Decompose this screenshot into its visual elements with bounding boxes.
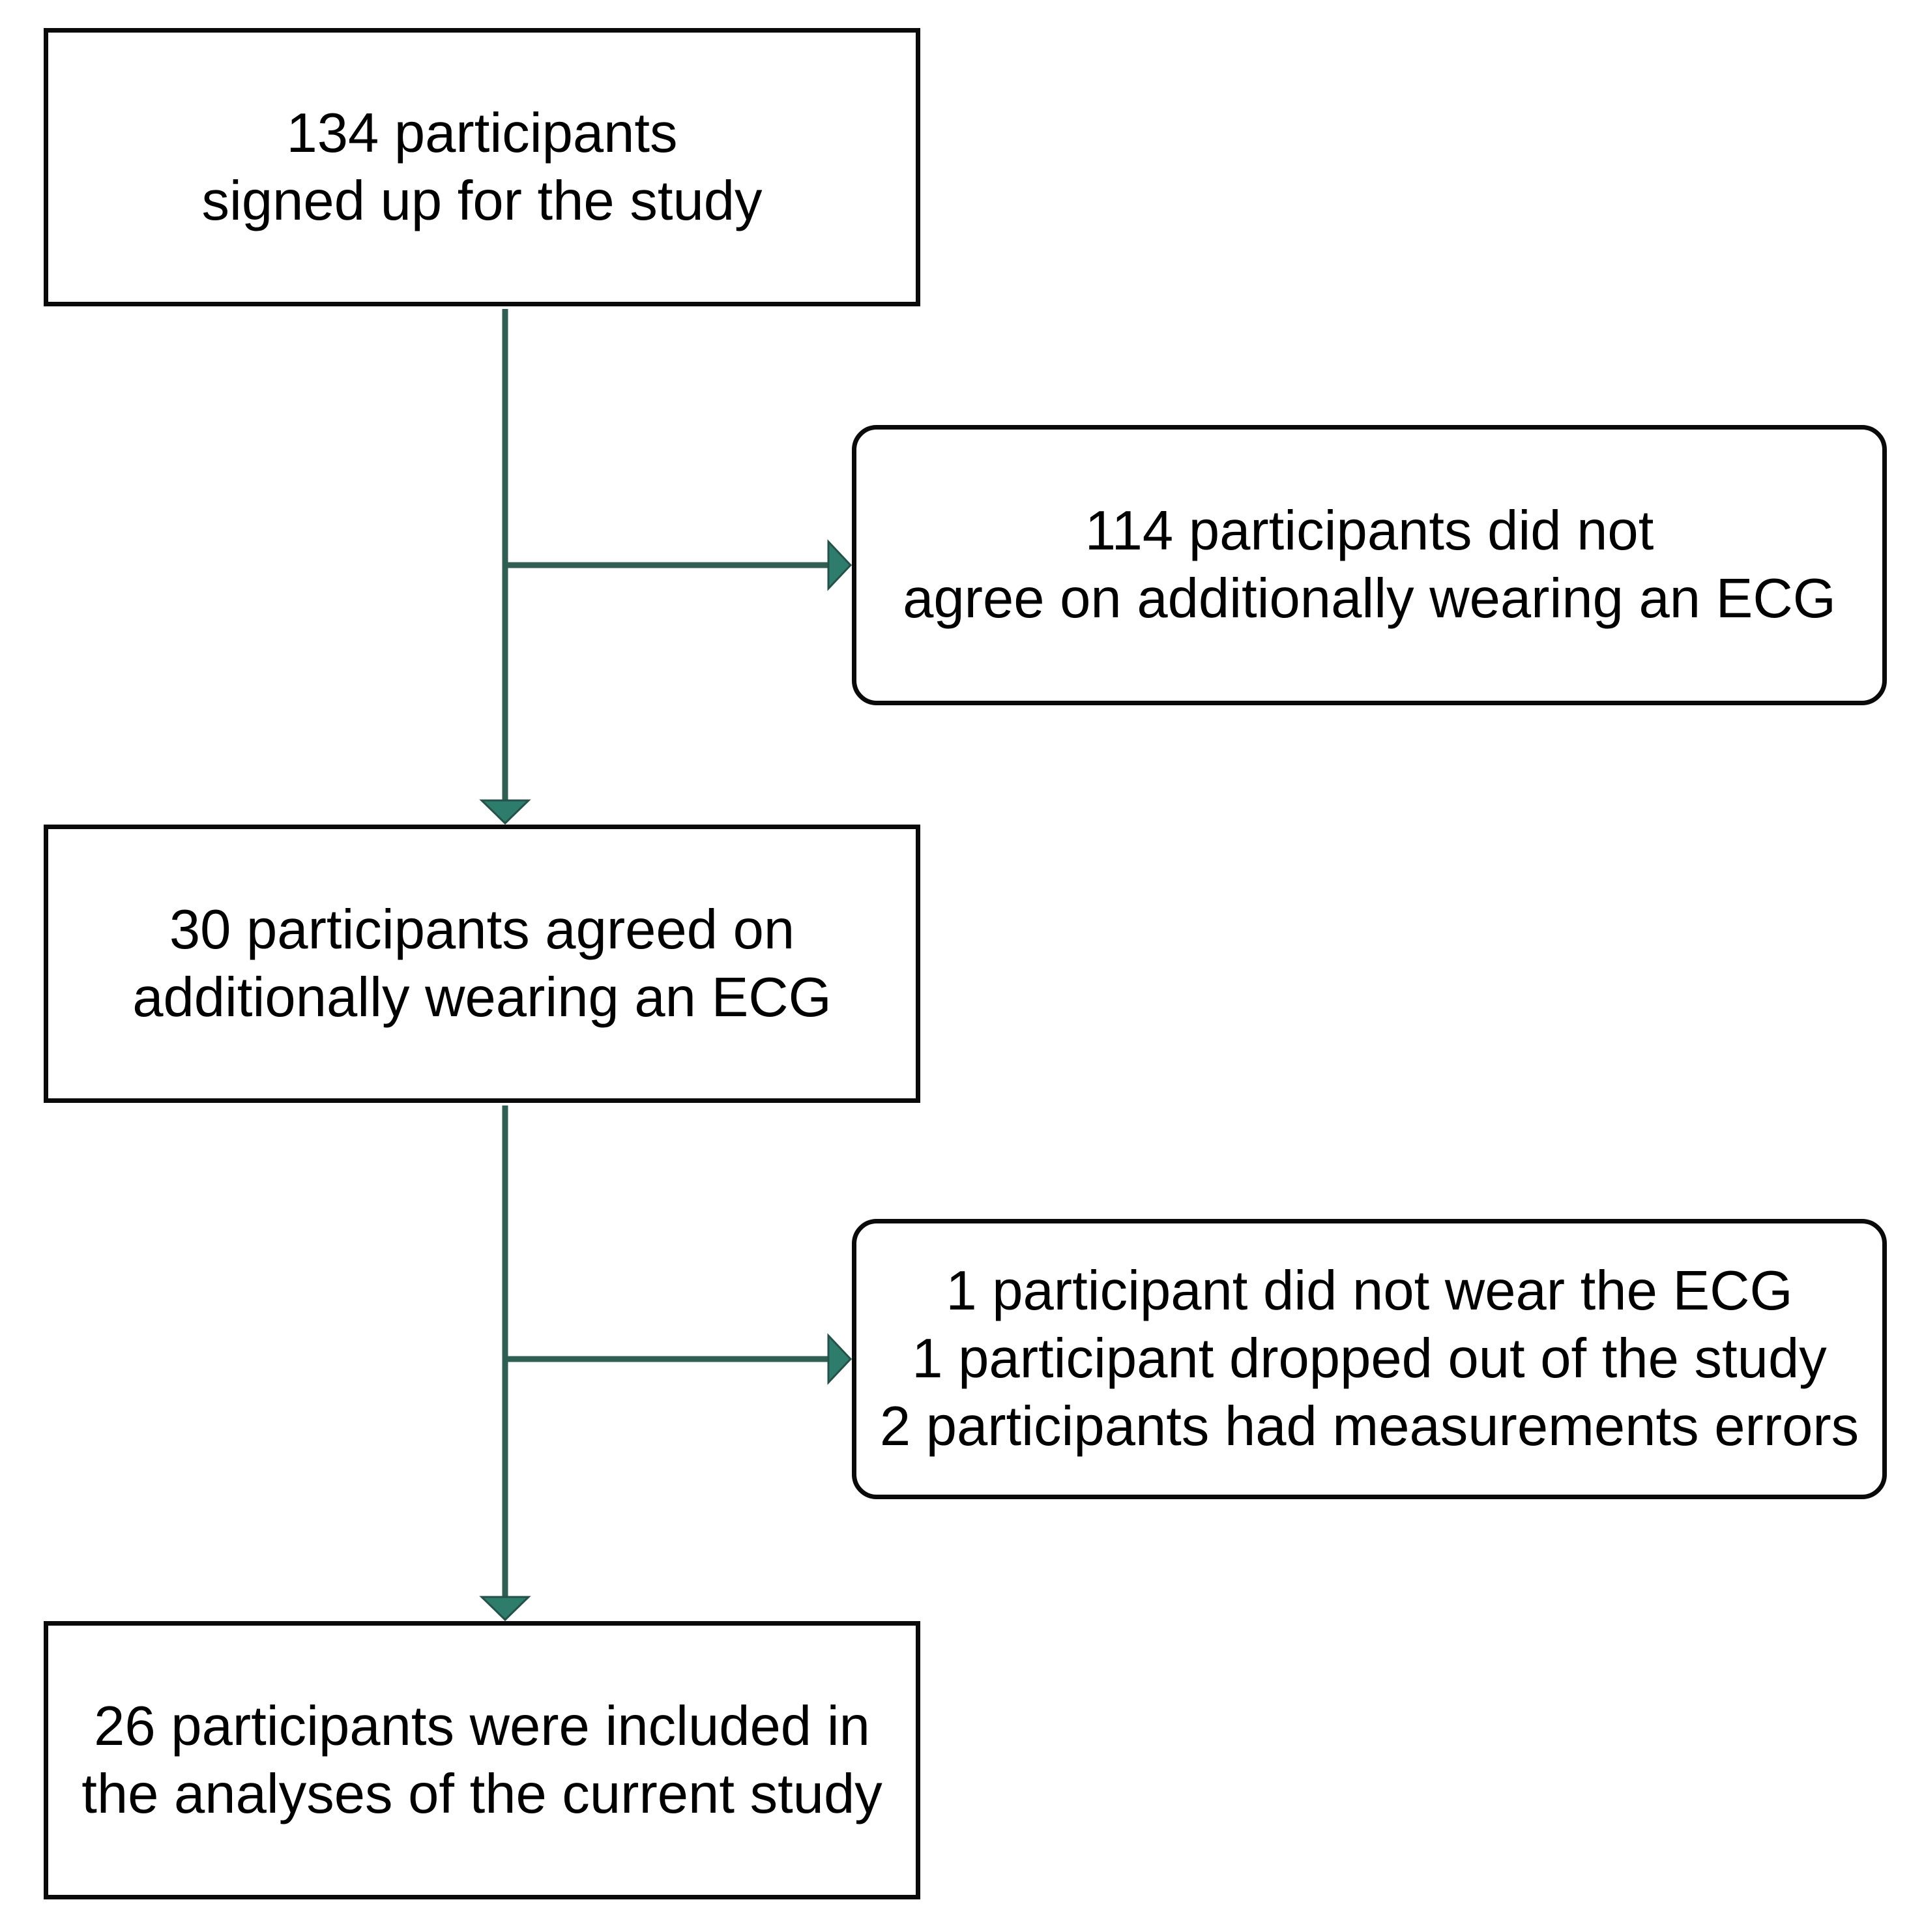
node-text-line: agree on additionally wearing an ECG — [903, 568, 1836, 630]
node-text-line: signed up for the study — [201, 169, 763, 232]
node-signed-up: 134 participants signed up for the study — [44, 28, 920, 306]
node-text-line: 114 participants did not — [1085, 500, 1654, 562]
node-text-line: 1 participant did not wear the ECG — [946, 1260, 1793, 1322]
arrowhead-down-icon — [479, 1596, 531, 1622]
node-agreed: 30 participants agreed on additionally w… — [44, 825, 920, 1103]
node-included: 26 participants were included in the ana… — [44, 1621, 920, 1899]
node-excluded: 1 participant did not wear the ECG 1 par… — [852, 1219, 1887, 1499]
node-text-line: 2 participants had measurements errors — [879, 1396, 1859, 1457]
connector-agreed-to-excluded — [505, 1333, 853, 1385]
connector-signup-to-declined — [505, 539, 853, 591]
node-text-line: 30 participants agreed on — [169, 898, 795, 961]
node-text-line: 26 participants were included in — [94, 1695, 870, 1757]
arrowhead-right-icon — [827, 539, 853, 591]
node-text-line: 134 participants — [286, 102, 678, 164]
connector-signup-to-agreed — [479, 309, 531, 825]
node-did-not-agree: 114 participants did not agree on additi… — [852, 425, 1887, 705]
connector-agreed-to-included — [479, 1105, 531, 1622]
arrowhead-right-icon — [827, 1333, 853, 1385]
node-text-line: the analyses of the current study — [81, 1763, 882, 1825]
node-text-line: 1 participant dropped out of the study — [912, 1328, 1827, 1390]
node-text-line: additionally wearing an ECG — [132, 966, 832, 1029]
arrowhead-down-icon — [479, 799, 531, 825]
